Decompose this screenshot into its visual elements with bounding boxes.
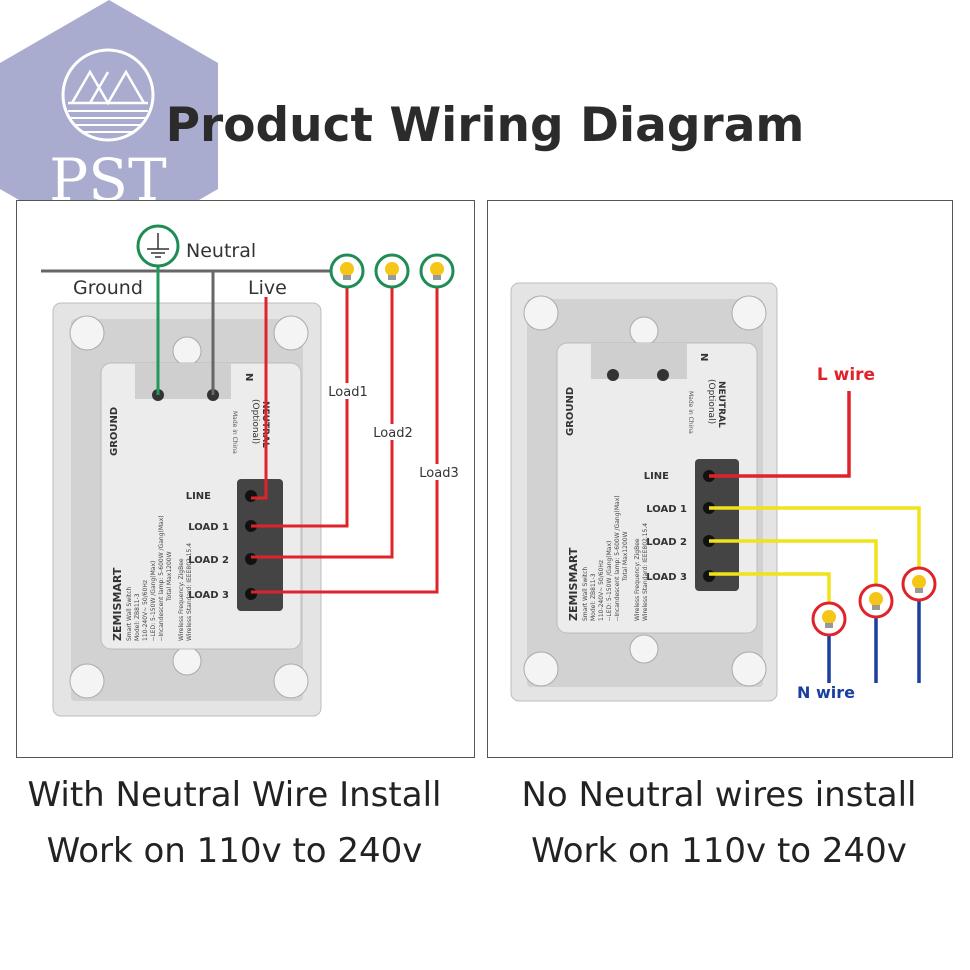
terminal-label-load1: LOAD 1 [646, 504, 687, 515]
terminal-label-line: LINE [644, 471, 669, 482]
load3-label: Load3 [419, 466, 458, 481]
left-caption-line2: Work on 110v to 240v [46, 831, 423, 871]
model-label: Model: ZB811-3 [590, 573, 597, 621]
made-in-label: Made in China [687, 391, 694, 434]
spec-label: Total Max1200W [166, 551, 173, 602]
ground-wire-label: Ground [73, 277, 143, 299]
switch-device: LINE LOAD 1 LOAD 2 LOAD 3 GROUND N NEUTR… [52, 302, 322, 717]
ground-label: GROUND [565, 387, 576, 436]
bulb-icon [811, 601, 847, 637]
ground-icon [136, 224, 180, 268]
neutral-optional-label: NEUTRAL [716, 381, 726, 428]
bulb-icon [858, 583, 894, 619]
live-wire [251, 297, 268, 500]
terminal-label-line: LINE [186, 491, 211, 502]
bulb-icon [901, 566, 937, 602]
load2-wire [709, 539, 878, 586]
spec-label: Wireless Standard: IEEE802.15.4 [642, 523, 649, 621]
spec-label: Wireless Standard: IEEE802.15.4 [186, 543, 193, 641]
right-caption-line2: Work on 110v to 240v [531, 831, 907, 871]
bulb-icon [329, 253, 365, 289]
load3-wire [709, 572, 831, 604]
spec-label: Wireless Frequency: ZigBee [634, 538, 641, 621]
ground-label: GROUND [109, 407, 120, 456]
model-label: Model: ZB811-3 [134, 593, 141, 641]
n-label: N [698, 353, 709, 361]
left-caption-line1: With Neutral Wire Install [27, 775, 442, 815]
load1-label: Load1 [328, 385, 367, 400]
product-label: Smart Wall Switch [582, 566, 589, 621]
brand-label: ZEMISMART [111, 567, 124, 641]
spec-label: Wireless Frequency: ZigBee [178, 558, 185, 641]
load1-wire [709, 506, 921, 569]
n-label: N [243, 373, 254, 381]
load1-wire [251, 287, 349, 528]
load2-wire [251, 287, 394, 559]
terminal-label-load3: LOAD 3 [646, 572, 687, 583]
spec-label: Total Max1200W [622, 531, 629, 582]
l-wire [709, 391, 851, 478]
page-title: Product Wiring Diagram [165, 98, 805, 153]
no-neutral-diagram-panel: LINE LOAD 1 LOAD 2 LOAD 3 GROUND N NEUTR… [487, 200, 953, 758]
load2-label: Load2 [373, 426, 412, 441]
made-in-label: Made in China [231, 411, 238, 454]
live-label: Live [248, 277, 287, 299]
switch-device: LINE LOAD 1 LOAD 2 LOAD 3 GROUND N NEUTR… [510, 282, 778, 702]
with-neutral-wiring-diagram: LINE LOAD 1 LOAD 2 LOAD 3 GROUND N NEUTR… [41, 224, 460, 717]
brand-label: ZEMISMART [567, 547, 580, 621]
spec-label: --Incandescent lamp: 5-600W /Gang(Max) [614, 495, 621, 621]
with-neutral-diagram-panel: LINE LOAD 1 LOAD 2 LOAD 3 GROUND N NEUTR… [16, 200, 475, 758]
spec-label: --LED: 5-150W /Gang(Max) [150, 561, 157, 641]
bulb-icon [419, 253, 455, 289]
l-wire-label: L wire [817, 365, 875, 385]
spec-label: 110-240V~ 50/60Hz [142, 580, 149, 641]
right-caption-line1: No Neutral wires install [521, 775, 917, 815]
spec-label: --LED: 5-150W /Gang(Max) [606, 541, 613, 621]
n-wire-label: N wire [797, 683, 855, 702]
optional-label: (Optional) [706, 379, 716, 424]
terminal-label-load3: LOAD 3 [188, 590, 229, 601]
product-label: Smart Wall Switch [126, 586, 133, 641]
load3-wire [251, 287, 439, 594]
spec-label: --Incandescent lamp: 5-600W /Gang(Max) [158, 515, 165, 641]
no-neutral-wiring-diagram: LINE LOAD 1 LOAD 2 LOAD 3 GROUND N NEUTR… [510, 282, 937, 702]
neutral-label: Neutral [186, 240, 256, 262]
optional-label: (Optional) [250, 399, 260, 444]
terminal-label-load2: LOAD 2 [188, 555, 229, 566]
spec-label: 110-240V~ 50/60Hz [598, 560, 605, 621]
bulb-icon [374, 253, 410, 289]
terminal-label-load1: LOAD 1 [188, 522, 229, 533]
terminal-label-load2: LOAD 2 [646, 537, 687, 548]
